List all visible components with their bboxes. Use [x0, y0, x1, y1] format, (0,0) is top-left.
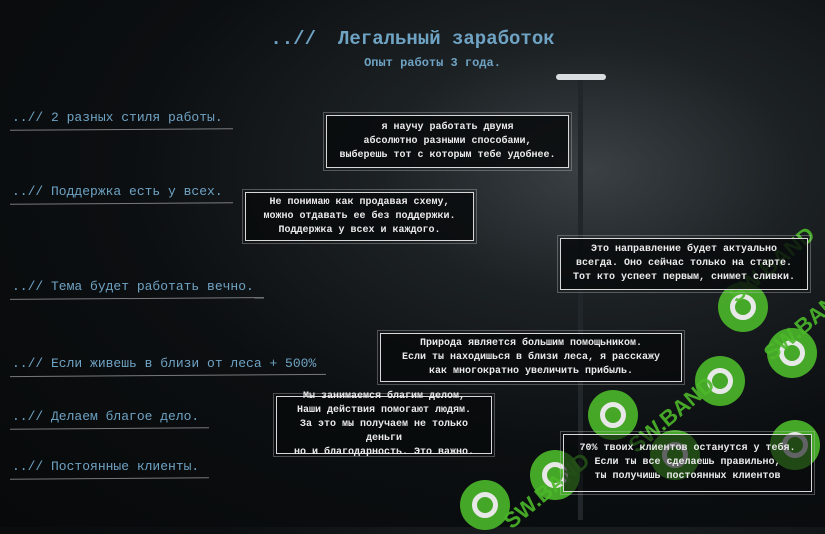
street-lamp-pole [578, 80, 583, 520]
note-line: Если ты находишься в близи леса, я расск… [401, 351, 661, 363]
page-subtitle: Опыт работы 3 года. [364, 56, 501, 70]
note-box: я научу работать двумя абсолютно разными… [323, 112, 572, 171]
note-line: как многократно увеличить прибыль. [428, 365, 634, 377]
note-line: Поддержка у всех и каждого. [278, 224, 441, 236]
note-line: ты получишь постоянных клиентов [594, 471, 781, 482]
page-title: ..// Легальный заработок [0, 28, 825, 50]
note-box: Это направление будет актуально всегда. … [557, 235, 811, 293]
watermark-logo-icon [718, 282, 768, 332]
note-line: всегда. Оно сейчас только на старте. [575, 258, 793, 269]
note-line: Природа является большим помощьником. [419, 337, 643, 349]
feature-label: ..// Постоянные клиенты. [12, 459, 200, 474]
note-line: Тот кто успеет первым, снимет сливки. [572, 272, 796, 283]
note-line: абсолютно разными способами, [363, 135, 532, 147]
note-line: но и благодарность. Это важно. [293, 447, 475, 458]
watermark-logo-icon [460, 480, 510, 530]
note-box: 70% твоих клиентов останутся у тебя. Есл… [560, 431, 815, 495]
note-box: Природа является большим помощьником. Ес… [377, 330, 685, 385]
note-line: я научу работать двумя [381, 121, 514, 133]
note-box: Не понимаю как продавая схему, можно отд… [242, 189, 477, 244]
note-line: Наши действия помогают людям. [296, 405, 472, 416]
note-box: Мы занимаемся благим делом, Наши действи… [273, 391, 495, 458]
feature-label: ..// Поддержка есть у всех. [12, 184, 223, 199]
title-text: Легальный заработок [337, 28, 555, 50]
note-line: 70% твоих клиентов останутся у тебя. [579, 443, 796, 454]
note-line: выберешь тот с которым тебе удобнее. [339, 149, 556, 161]
note-line: Если ты все сделаешь правильно, [594, 457, 781, 468]
note-line: можно отдавать ее без поддержки. [263, 210, 456, 222]
watermark-logo-icon [767, 328, 817, 378]
note-line: Мы занимаемся благим делом, [302, 391, 466, 402]
note-line: Не понимаю как продавая схему, [269, 196, 450, 208]
street-lamp-arm [556, 74, 606, 80]
watermark-logo-icon [695, 356, 745, 406]
feature-label: ..// 2 разных стиля работы. [12, 110, 223, 125]
feature-label: ..// Тема будет работать вечно. [12, 279, 254, 294]
feature-label: ..// Делаем благое дело. [12, 409, 200, 424]
note-line: За это мы получаем не только деньги [299, 419, 469, 444]
feature-label: ..// Если живешь в близи от леса + 500% [12, 356, 317, 371]
watermark-logo-icon [588, 390, 638, 440]
title-prefix: ..// [270, 28, 316, 50]
note-line: Это направление будет актуально [590, 244, 778, 255]
